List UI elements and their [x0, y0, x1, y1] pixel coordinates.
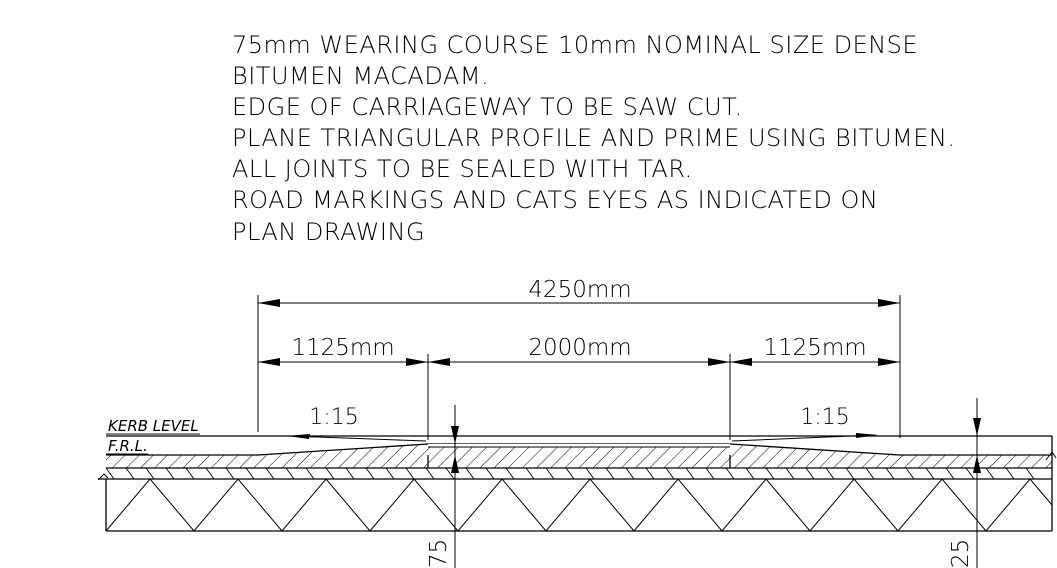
overall-dimension-label: 4250mm — [528, 277, 631, 303]
subgrade-zigzag — [105, 478, 1053, 532]
right-segment-label: 1125mm — [763, 335, 866, 361]
note-line-1: 75mm WEARING COURSE 10mm NOMINAL SIZE DE… — [232, 31, 918, 59]
vertical-dimension-left: 75 — [426, 405, 459, 568]
pavement-section — [97, 435, 1057, 532]
frl-label: F.R.L. — [108, 437, 148, 455]
left-slope-label: 1:15 — [309, 405, 358, 430]
level-labels: KERB LEVEL F.R.L. — [106, 417, 200, 455]
right-slope-label: 1:15 — [800, 405, 849, 430]
left-vertical-dim-label: 75 — [426, 539, 452, 568]
note-line-4: PLANE TRIANGULAR PROFILE AND PRIME USING… — [232, 124, 955, 152]
right-vertical-dim-label: 25 — [948, 539, 974, 568]
overall-dimension: 4250mm — [257, 277, 901, 438]
left-segment-label: 1125mm — [291, 335, 394, 361]
segment-dimensions: 1125mm 2000mm 1125mm — [258, 335, 900, 440]
note-line-3: EDGE OF CARRIAGEWAY TO BE SAW CUT. — [232, 93, 743, 121]
note-line-6: ROAD MARKINGS AND CATS EYES AS INDICATED… — [232, 186, 878, 214]
sub-base-ticks — [105, 467, 1035, 480]
note-line-5: ALL JOINTS TO BE SEALED WITH TAR. — [232, 155, 693, 183]
notes-block: 75mm WEARING COURSE 10mm NOMINAL SIZE DE… — [232, 31, 955, 246]
slope-annotations: 1:15 1:15 — [287, 405, 878, 442]
note-line-7: PLAN DRAWING — [232, 218, 425, 246]
vertical-dimension-right: 25 — [948, 398, 981, 568]
kerb-level-label: KERB LEVEL — [108, 417, 199, 435]
note-line-2: BITUMEN MACADAM. — [232, 62, 489, 90]
middle-segment-label: 2000mm — [528, 335, 631, 361]
